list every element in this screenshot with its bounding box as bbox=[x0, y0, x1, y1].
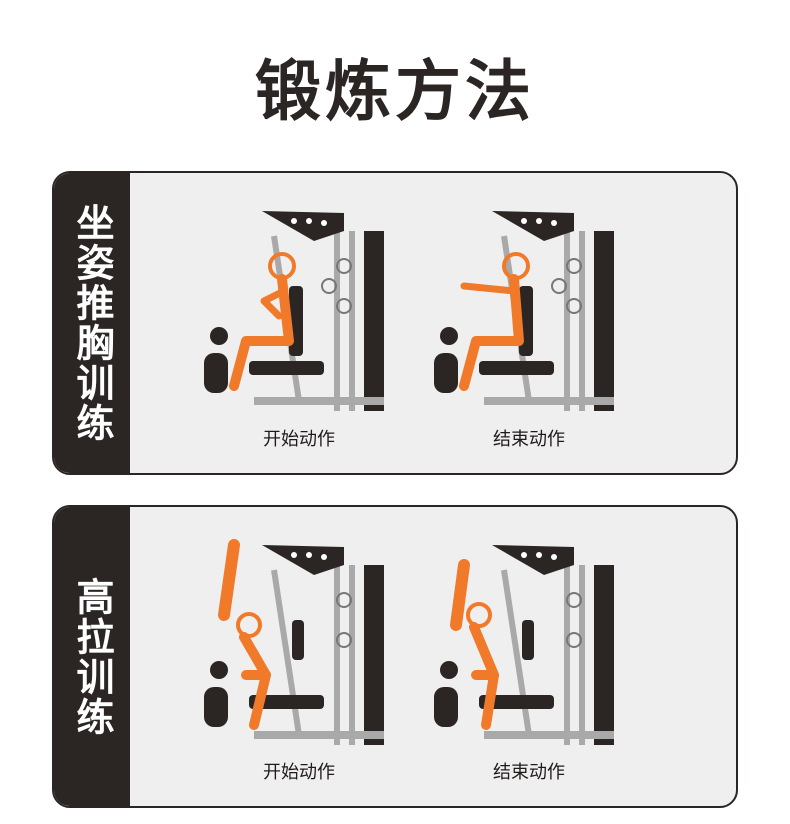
section-seated-chest-press: 坐姿推胸训练 bbox=[52, 171, 738, 475]
section-high-pull: 高拉训练 开始动作 bbox=[52, 505, 738, 808]
panel-start: 开始动作 bbox=[194, 511, 454, 802]
panel-end: 结束动作 bbox=[424, 177, 684, 469]
panel-start: 开始动作 bbox=[194, 177, 454, 469]
chest-press-start-illustration bbox=[204, 211, 384, 411]
panel-caption: 结束动作 bbox=[493, 762, 565, 783]
section-content: 开始动作 结束动作 bbox=[134, 177, 732, 469]
high-pull-end-illustration bbox=[434, 545, 614, 745]
side-tab bbox=[54, 507, 130, 806]
panel-caption: 结束动作 bbox=[493, 429, 565, 450]
section-label: 坐姿推胸训练 bbox=[70, 203, 114, 443]
page-title: 锻炼方法 bbox=[255, 53, 535, 130]
section-label: 高拉训练 bbox=[70, 576, 114, 737]
panel-caption: 开始动作 bbox=[263, 762, 335, 783]
panel-caption: 开始动作 bbox=[263, 429, 335, 450]
panel-end: 结束动作 bbox=[424, 511, 684, 802]
side-tab bbox=[54, 173, 130, 473]
chest-press-end-illustration bbox=[434, 211, 614, 411]
section-content: 开始动作 结束动作 bbox=[134, 511, 732, 802]
high-pull-start-illustration bbox=[204, 539, 384, 745]
